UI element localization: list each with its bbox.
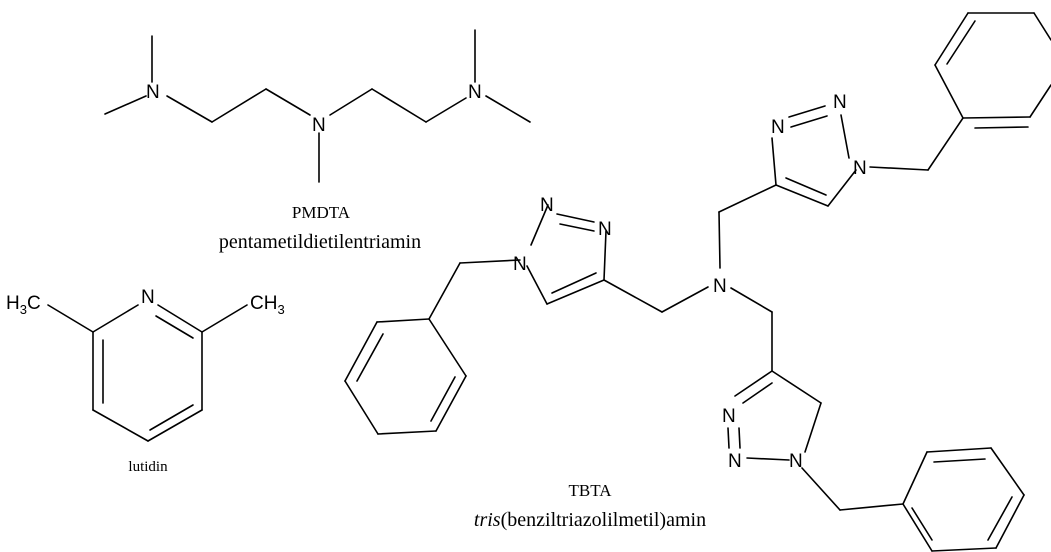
atom-n-label: N bbox=[713, 276, 727, 297]
pmdta-name: pentametildietilentriamin bbox=[219, 231, 421, 253]
methyl-left-label: H3C bbox=[6, 293, 41, 317]
atom-n-label: N bbox=[853, 158, 867, 179]
atom-n-label: N bbox=[468, 82, 482, 103]
atom-n-label: N bbox=[598, 219, 612, 240]
atom-n-label: N bbox=[146, 82, 160, 103]
atom-n-label: N bbox=[833, 92, 847, 113]
tbta-name-prefix: tris bbox=[474, 509, 501, 531]
atom-n-label: N bbox=[312, 115, 326, 136]
lutidine-name: lutidin bbox=[128, 459, 168, 475]
methyl-right-label: CH3 bbox=[250, 293, 285, 317]
atom-n-label: N bbox=[540, 195, 554, 216]
atom-n-label: N bbox=[513, 254, 527, 275]
tbta-abbreviation: TBTA bbox=[568, 481, 612, 500]
atom-n-label: N bbox=[771, 117, 785, 138]
atom-n-label: N bbox=[789, 451, 803, 472]
atom-n-label: N bbox=[722, 406, 736, 427]
atom-n-label: N bbox=[141, 287, 155, 308]
tbta-structure: N N N N N N N N N N bbox=[344, 12, 1051, 552]
tbta-name-rest: (benziltriazolilmetil)amin bbox=[501, 509, 706, 531]
tbta-name: tris(benziltriazolilmetil)amin bbox=[474, 509, 706, 531]
lutidine-structure: N H3C CH3 bbox=[6, 287, 285, 442]
pmdta-abbreviation: PMDTA bbox=[292, 203, 351, 222]
pmdta-structure: N N N bbox=[104, 29, 531, 183]
atom-n-label: N bbox=[728, 451, 742, 472]
